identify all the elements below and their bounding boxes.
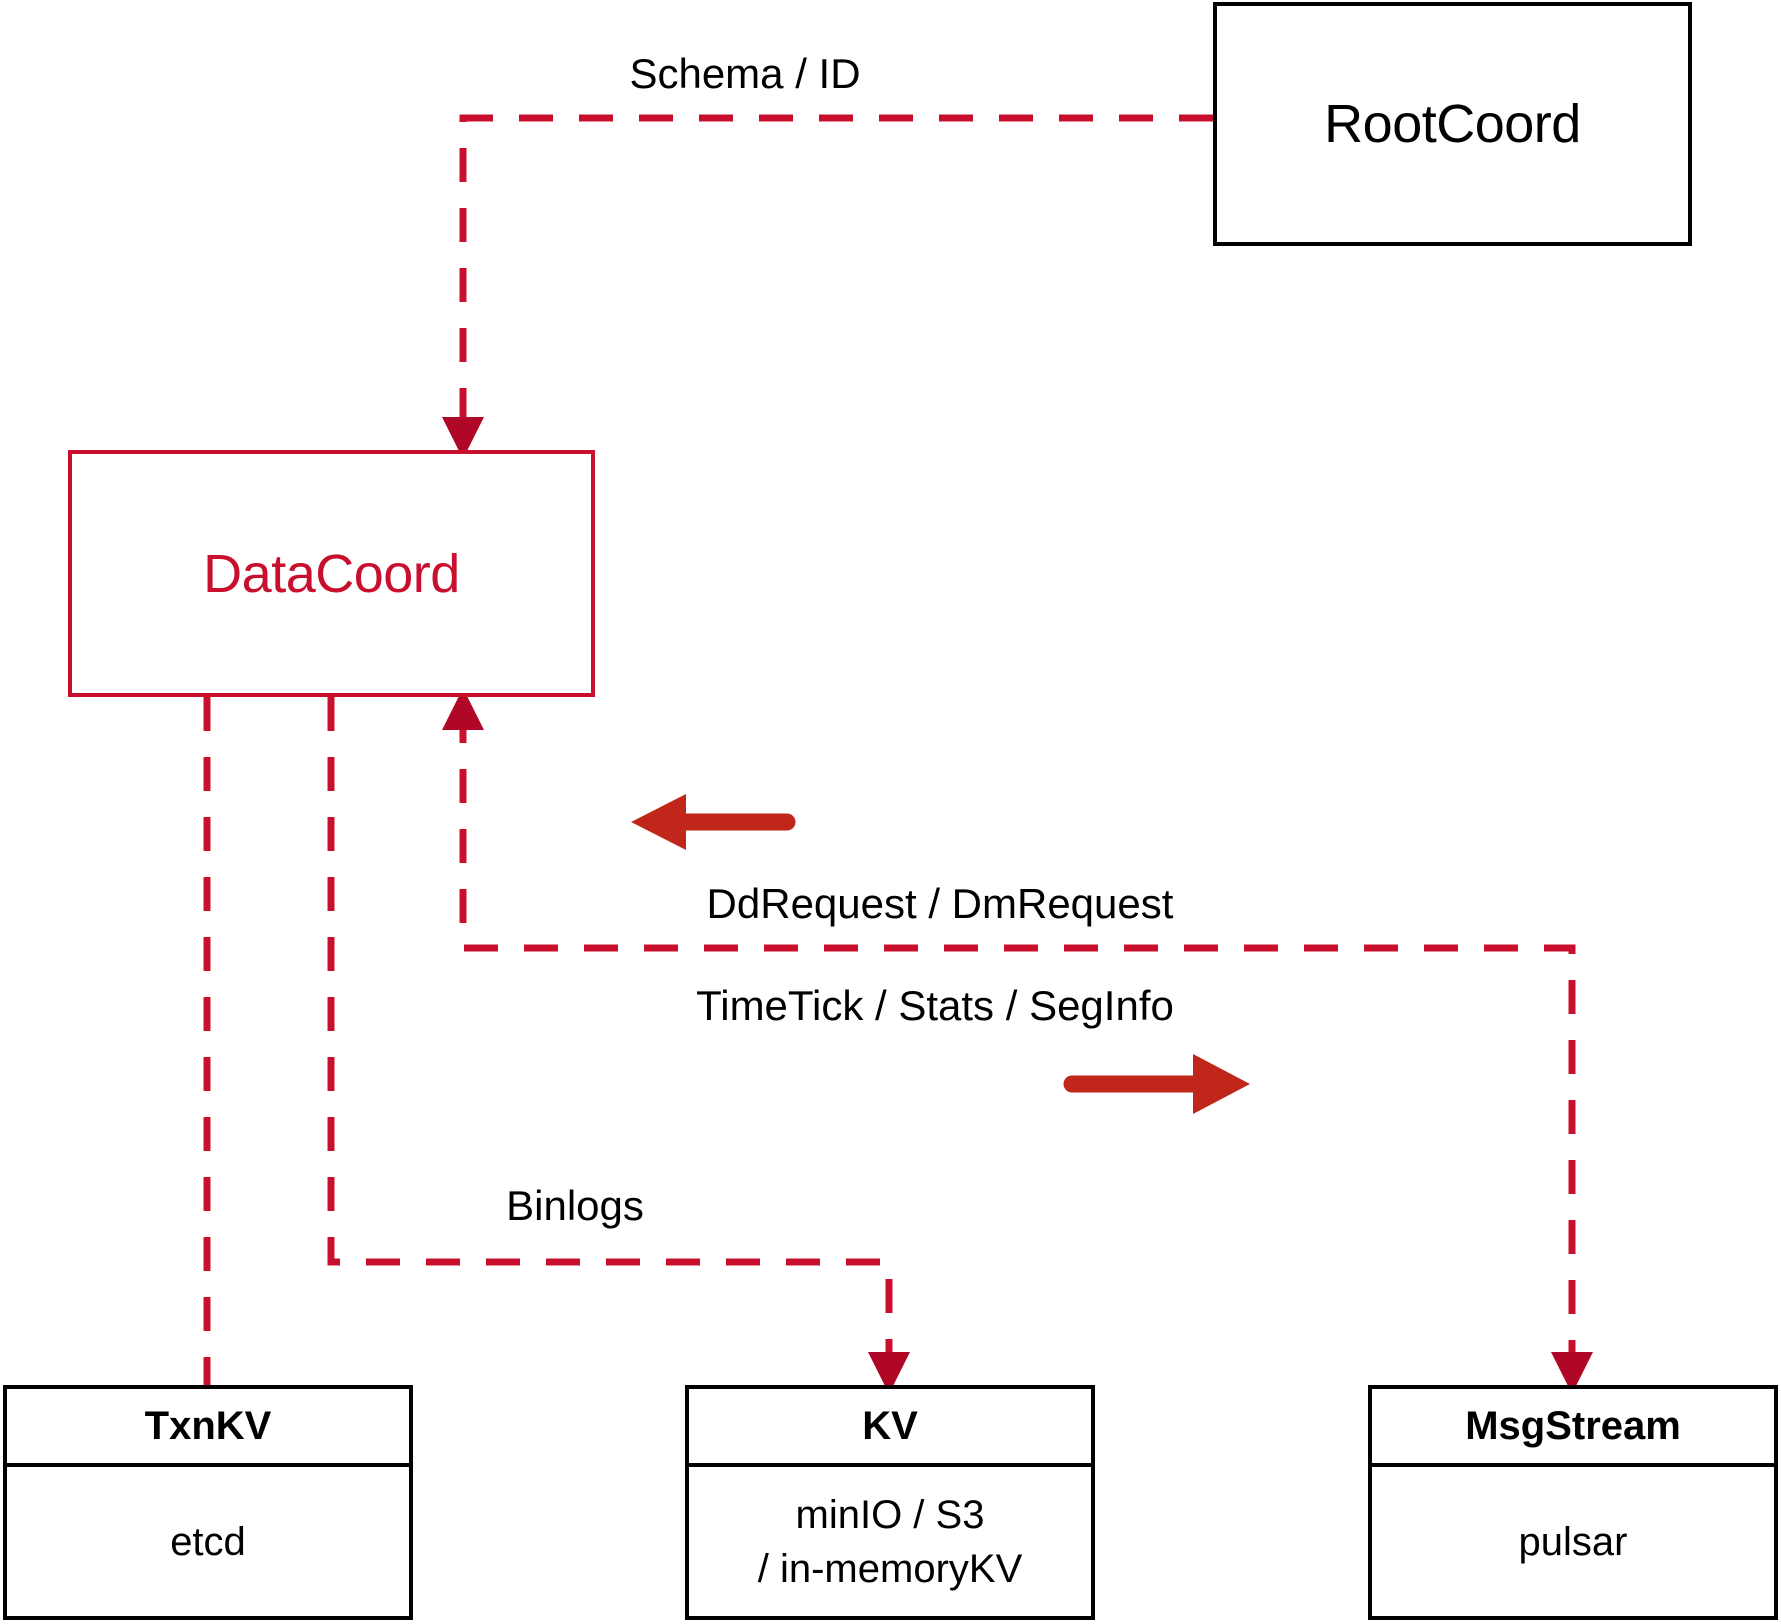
edge-label-dd-dm-request: DdRequest / DmRequest bbox=[706, 880, 1174, 927]
node-datacoord-label: DataCoord bbox=[203, 543, 460, 604]
node-kv-body-line-2: / in-memoryKV bbox=[757, 1546, 1023, 1591]
node-txnkv[interactable]: TxnKV etcd bbox=[3, 1385, 413, 1620]
edge-label-timetick-stats-seginfo: TimeTick / Stats / SegInfo bbox=[696, 982, 1174, 1029]
edge-label-schema-id: Schema / ID bbox=[629, 50, 861, 97]
node-txnkv-body-line-1: etcd bbox=[170, 1519, 246, 1564]
node-datacoord[interactable]: DataCoord bbox=[68, 450, 595, 697]
node-msgstream-body: pulsar bbox=[1372, 1467, 1774, 1616]
outbound-arrow-icon bbox=[1063, 1054, 1250, 1114]
node-txnkv-body: etcd bbox=[7, 1467, 409, 1616]
node-msgstream-body-line-1: pulsar bbox=[1518, 1519, 1628, 1564]
node-kv-body-line-1: minIO / S3 bbox=[795, 1492, 985, 1537]
node-rootcoord-label: RootCoord bbox=[1324, 94, 1581, 154]
node-msgstream-header: MsgStream bbox=[1372, 1389, 1774, 1467]
edge-msgstream-to-datacoord bbox=[442, 688, 1593, 1394]
edge-datacoord-to-kv bbox=[327, 697, 910, 1394]
node-kv-header: KV bbox=[689, 1389, 1091, 1467]
node-rootcoord[interactable]: RootCoord bbox=[1213, 2, 1692, 246]
edge-rootcoord-to-datacoord bbox=[442, 114, 1213, 459]
node-msgstream[interactable]: MsgStream pulsar bbox=[1368, 1385, 1778, 1620]
node-kv[interactable]: KV minIO / S3 / in-memoryKV bbox=[685, 1385, 1095, 1620]
node-kv-body: minIO / S3 / in-memoryKV bbox=[689, 1467, 1091, 1616]
inbound-arrow-icon bbox=[631, 794, 796, 850]
edge-label-binlogs: Binlogs bbox=[506, 1182, 644, 1229]
node-txnkv-header: TxnKV bbox=[7, 1389, 409, 1467]
